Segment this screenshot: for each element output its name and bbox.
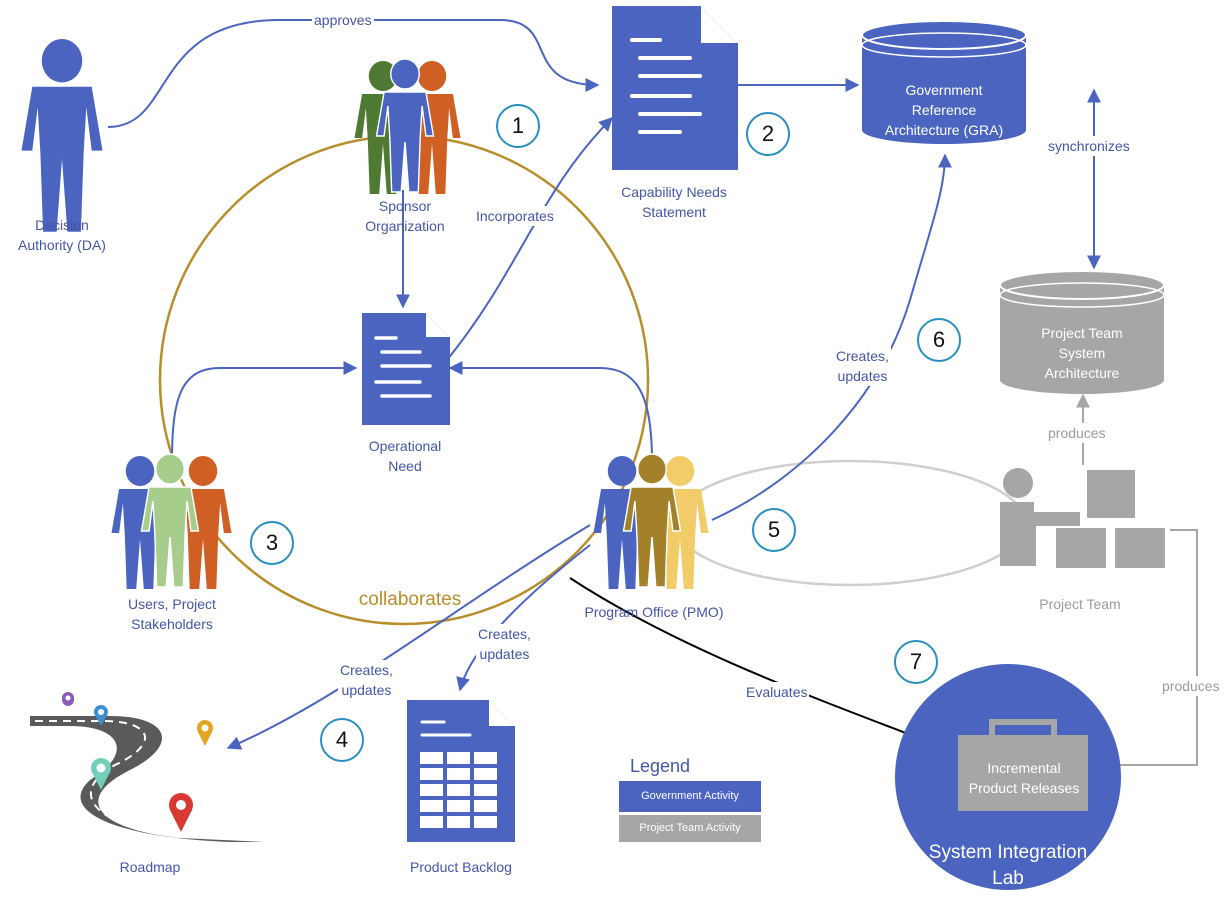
users-to-need-edge — [171, 361, 358, 463]
step-badge: 5 — [752, 508, 796, 552]
step-badge: 7 — [894, 640, 938, 684]
approves-edge — [107, 19, 600, 128]
roadmap-label: Roadmap — [119, 859, 181, 875]
database-icon — [861, 20, 1027, 144]
team-edges — [1076, 393, 1198, 772]
sil-label: System Integration Lab — [928, 842, 1088, 889]
project-arch-label: Project Team System Architecture — [1041, 325, 1123, 381]
step-badge: 3 — [250, 521, 294, 565]
creates-gra-edge — [711, 153, 952, 521]
sponsor-org-label: Sponsor Organization — [365, 198, 445, 234]
incorporates-edge-label: Incorporates — [474, 206, 556, 226]
evaluates-edge-label: Evaluates — [744, 682, 810, 702]
incorporates-edge — [446, 117, 613, 361]
creates-backlog-edge — [456, 544, 591, 692]
group-icon — [354, 58, 461, 194]
creates-gra-edge-label: Creates, updates — [834, 346, 891, 386]
releases-label: Incremental Product Releases — [968, 760, 1080, 796]
pmo-team-ellipse — [673, 459, 1027, 587]
legend-government-swatch — [619, 781, 761, 812]
roadmap-icon — [30, 692, 265, 842]
legend-team-swatch — [619, 815, 761, 842]
backlog-label: Product Backlog — [410, 859, 512, 875]
pmo-to-need-edge — [448, 361, 653, 463]
step-badge: 2 — [746, 112, 790, 156]
evaluates-edge — [569, 577, 947, 751]
boxes-icon — [1000, 468, 1165, 568]
creates-backlog-edge-label: Creates, updates — [476, 624, 533, 664]
creates-roadmap-edge — [226, 524, 591, 750]
produces-arch-edge-label: produces — [1046, 423, 1108, 443]
users-label: Users, Project Stakeholders — [128, 596, 216, 632]
collaborates-edge-label: collaborates — [358, 589, 462, 610]
step-badge: 4 — [320, 718, 364, 762]
capability-needs-label: Capability Needs Statement — [621, 184, 727, 220]
document-icon — [362, 313, 450, 425]
spreadsheet-icon — [407, 700, 515, 842]
step-badge: 6 — [917, 318, 961, 362]
decision-authority-label: Decision Authority (DA) — [18, 217, 106, 253]
group-icon — [593, 453, 709, 589]
legend-title: Legend — [630, 756, 691, 776]
legend-team-label: Project Team Activity — [639, 822, 741, 834]
produces-release-edge — [1098, 529, 1198, 772]
legend-government-label: Government Activity — [641, 790, 739, 802]
creates-roadmap-edge-label: Creates, updates — [338, 660, 395, 700]
document-icon — [612, 6, 738, 170]
synchronizes-edge-label: synchronizes — [1046, 136, 1132, 156]
person-icon — [21, 38, 103, 232]
produces-release-edge-label: produces — [1160, 676, 1222, 696]
gra-label: Government Reference Architecture (GRA) — [884, 82, 1004, 138]
government-edges — [107, 19, 1101, 750]
operational-need-label: Operational Need — [368, 438, 442, 474]
database-icon — [999, 270, 1165, 394]
group-icon — [111, 453, 232, 589]
project-team-label: Project Team — [1039, 596, 1121, 612]
pmo-label: Program Office (PMO) — [584, 604, 724, 620]
approves-edge-label: approves — [312, 10, 374, 30]
step-badge: 1 — [496, 104, 540, 148]
briefcase-icon — [958, 719, 1088, 811]
map-pin-icon — [62, 692, 213, 832]
